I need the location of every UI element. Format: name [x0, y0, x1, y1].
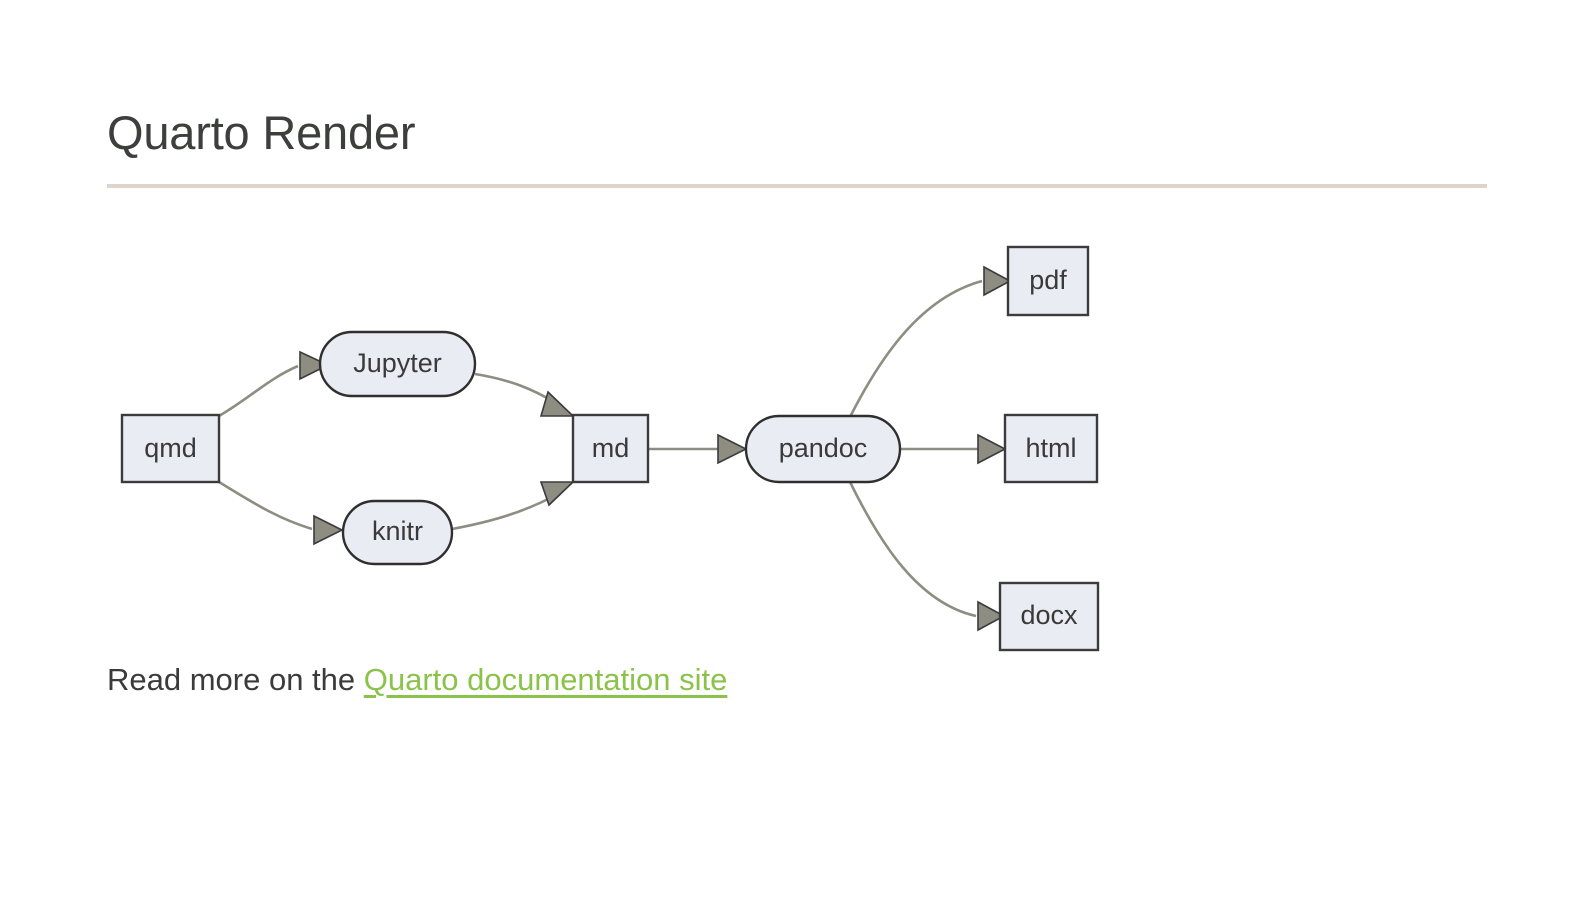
quarto-render-flowchart: qmd Jupyter knitr md pandoc: [107, 220, 1487, 652]
edge-jupyter-to-md: [474, 372, 575, 417]
page-title: Quarto Render: [107, 106, 416, 159]
edge-knitr-to-md: [451, 481, 575, 531]
edge-pandoc-to-html: [900, 433, 1007, 465]
title-divider: [107, 184, 1487, 189]
node-pdf-label: pdf: [1029, 265, 1067, 295]
node-jupyter[interactable]: Jupyter: [318, 330, 477, 398]
node-pdf[interactable]: pdf: [1006, 245, 1090, 317]
flowchart-svg: qmd Jupyter knitr md pandoc: [120, 245, 1100, 652]
node-pandoc[interactable]: pandoc: [744, 414, 902, 484]
node-knitr[interactable]: knitr: [341, 499, 454, 566]
node-qmd-label: qmd: [144, 433, 197, 463]
node-qmd[interactable]: qmd: [120, 413, 221, 484]
node-md[interactable]: md: [571, 413, 650, 484]
read-more-text: Read more on the: [107, 662, 364, 698]
read-more-paragraph: Read more on the Quarto documentation si…: [107, 660, 1487, 700]
content-column: Quarto Render: [107, 0, 1487, 731]
node-knitr-label: knitr: [372, 516, 423, 546]
edge-qmd-to-jupyter: [218, 350, 330, 418]
node-pandoc-label: pandoc: [779, 433, 868, 463]
edge-md-to-pandoc: [648, 433, 748, 465]
edge-pandoc-to-pdf: [848, 265, 1012, 418]
edge-qmd-to-knitr: [218, 480, 344, 546]
node-docx-label: docx: [1020, 600, 1078, 630]
node-jupyter-label: Jupyter: [353, 348, 442, 378]
node-md-label: md: [592, 433, 630, 463]
node-html[interactable]: html: [1003, 413, 1099, 484]
edge-pandoc-to-docx: [848, 481, 1006, 632]
quarto-documentation-link[interactable]: Quarto documentation site: [363, 662, 728, 698]
node-docx[interactable]: docx: [998, 581, 1100, 652]
node-html-label: html: [1025, 433, 1076, 463]
